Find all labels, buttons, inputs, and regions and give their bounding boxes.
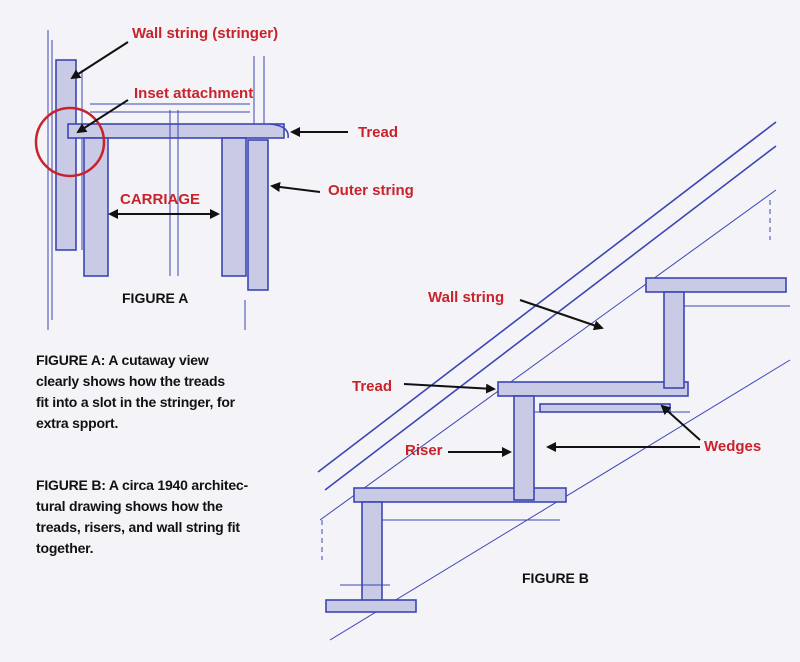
label-wall-string-stringer: Wall string (stringer) [132,25,278,42]
caption-a-line: fit into a slot in the stringer, for [36,394,235,410]
caption-figure-a: FIGURE A: A cutaway view clearly shows h… [36,350,235,434]
figure-b-drawing [317,121,791,641]
label-inset-attachment: Inset attachment [134,85,253,102]
caption-a-line: extra spport. [36,415,119,431]
caption-a-line: clearly shows how the treads [36,373,225,389]
label-carriage: CARRIAGE [120,191,200,208]
label-wall-string-b: Wall string [428,289,504,306]
label-outer-string: Outer string [328,182,414,199]
inset-attachment-highlight-circle [34,106,106,178]
label-tread-a: Tread [358,124,398,141]
label-wedges: Wedges [704,438,761,455]
caption-b-line: FIGURE B: A circa 1940 architec- [36,477,248,493]
figure-a-callout-arrows [70,41,348,219]
figure-b-callout-arrows [403,299,701,457]
caption-figure-b: FIGURE B: A circa 1940 architec- tural d… [36,475,248,559]
figure-b-title: FIGURE B [522,570,589,586]
figure-a-drawing [47,30,289,330]
caption-b-line: together. [36,540,94,556]
label-tread-b: Tread [352,378,392,395]
label-riser: Riser [405,442,443,459]
caption-a-line: FIGURE A: A cutaway view [36,352,209,368]
caption-b-line: tural drawing shows how the [36,498,223,514]
caption-b-line: treads, risers, and wall string fit [36,519,240,535]
figure-a-title: FIGURE A [122,290,188,306]
